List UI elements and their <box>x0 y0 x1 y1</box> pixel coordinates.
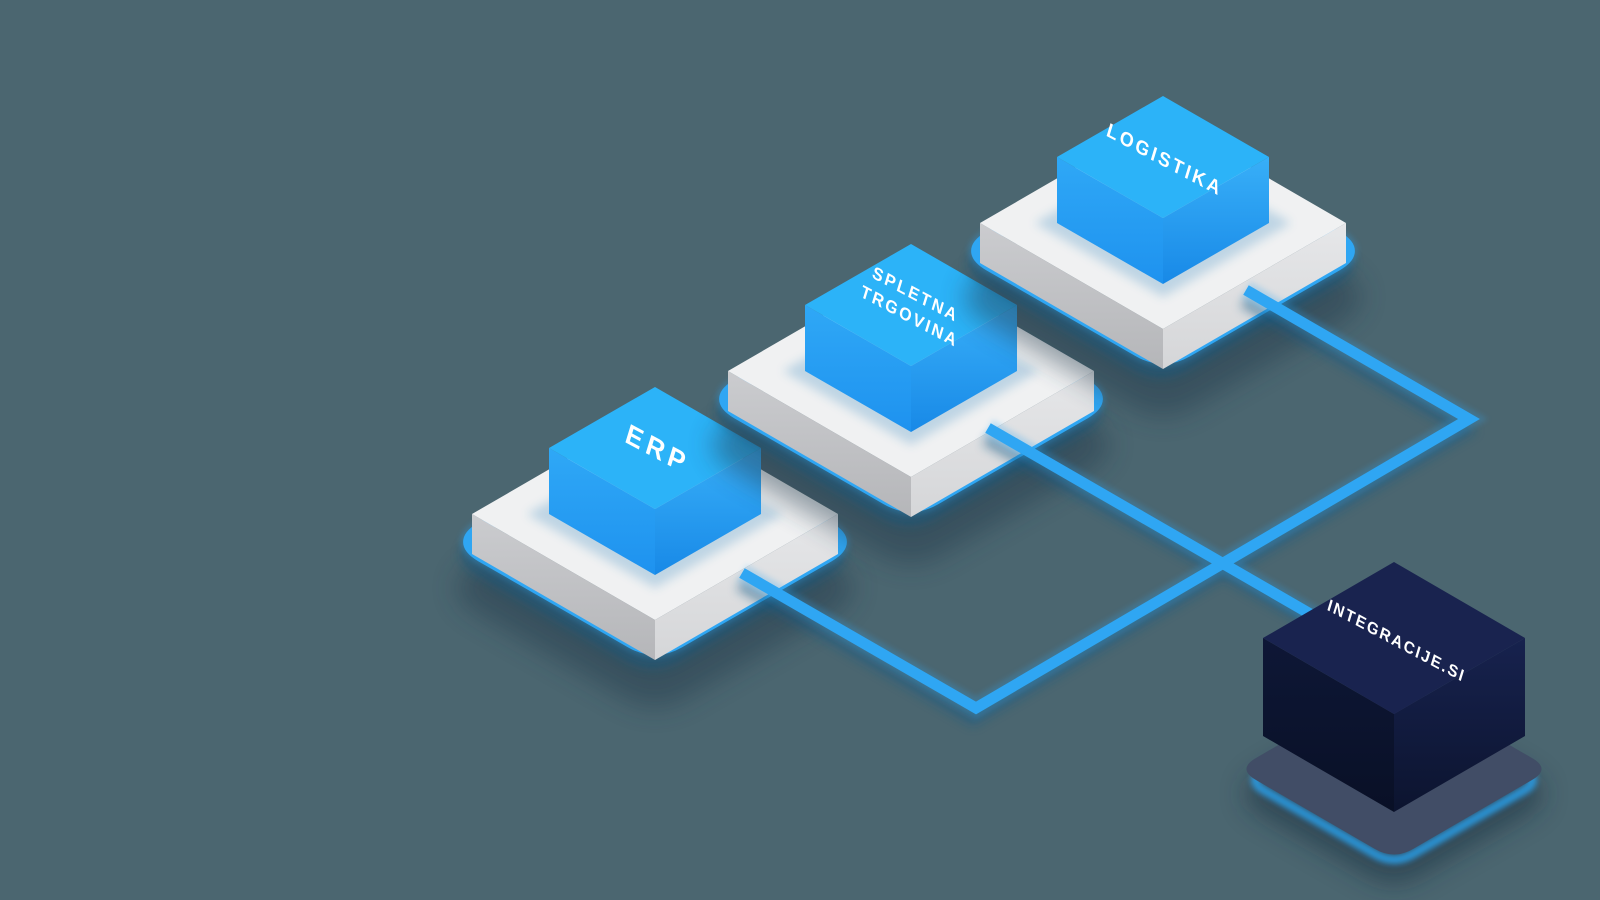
connector-lines <box>736 281 1488 727</box>
connector-spletna-integracije <box>985 423 1341 635</box>
